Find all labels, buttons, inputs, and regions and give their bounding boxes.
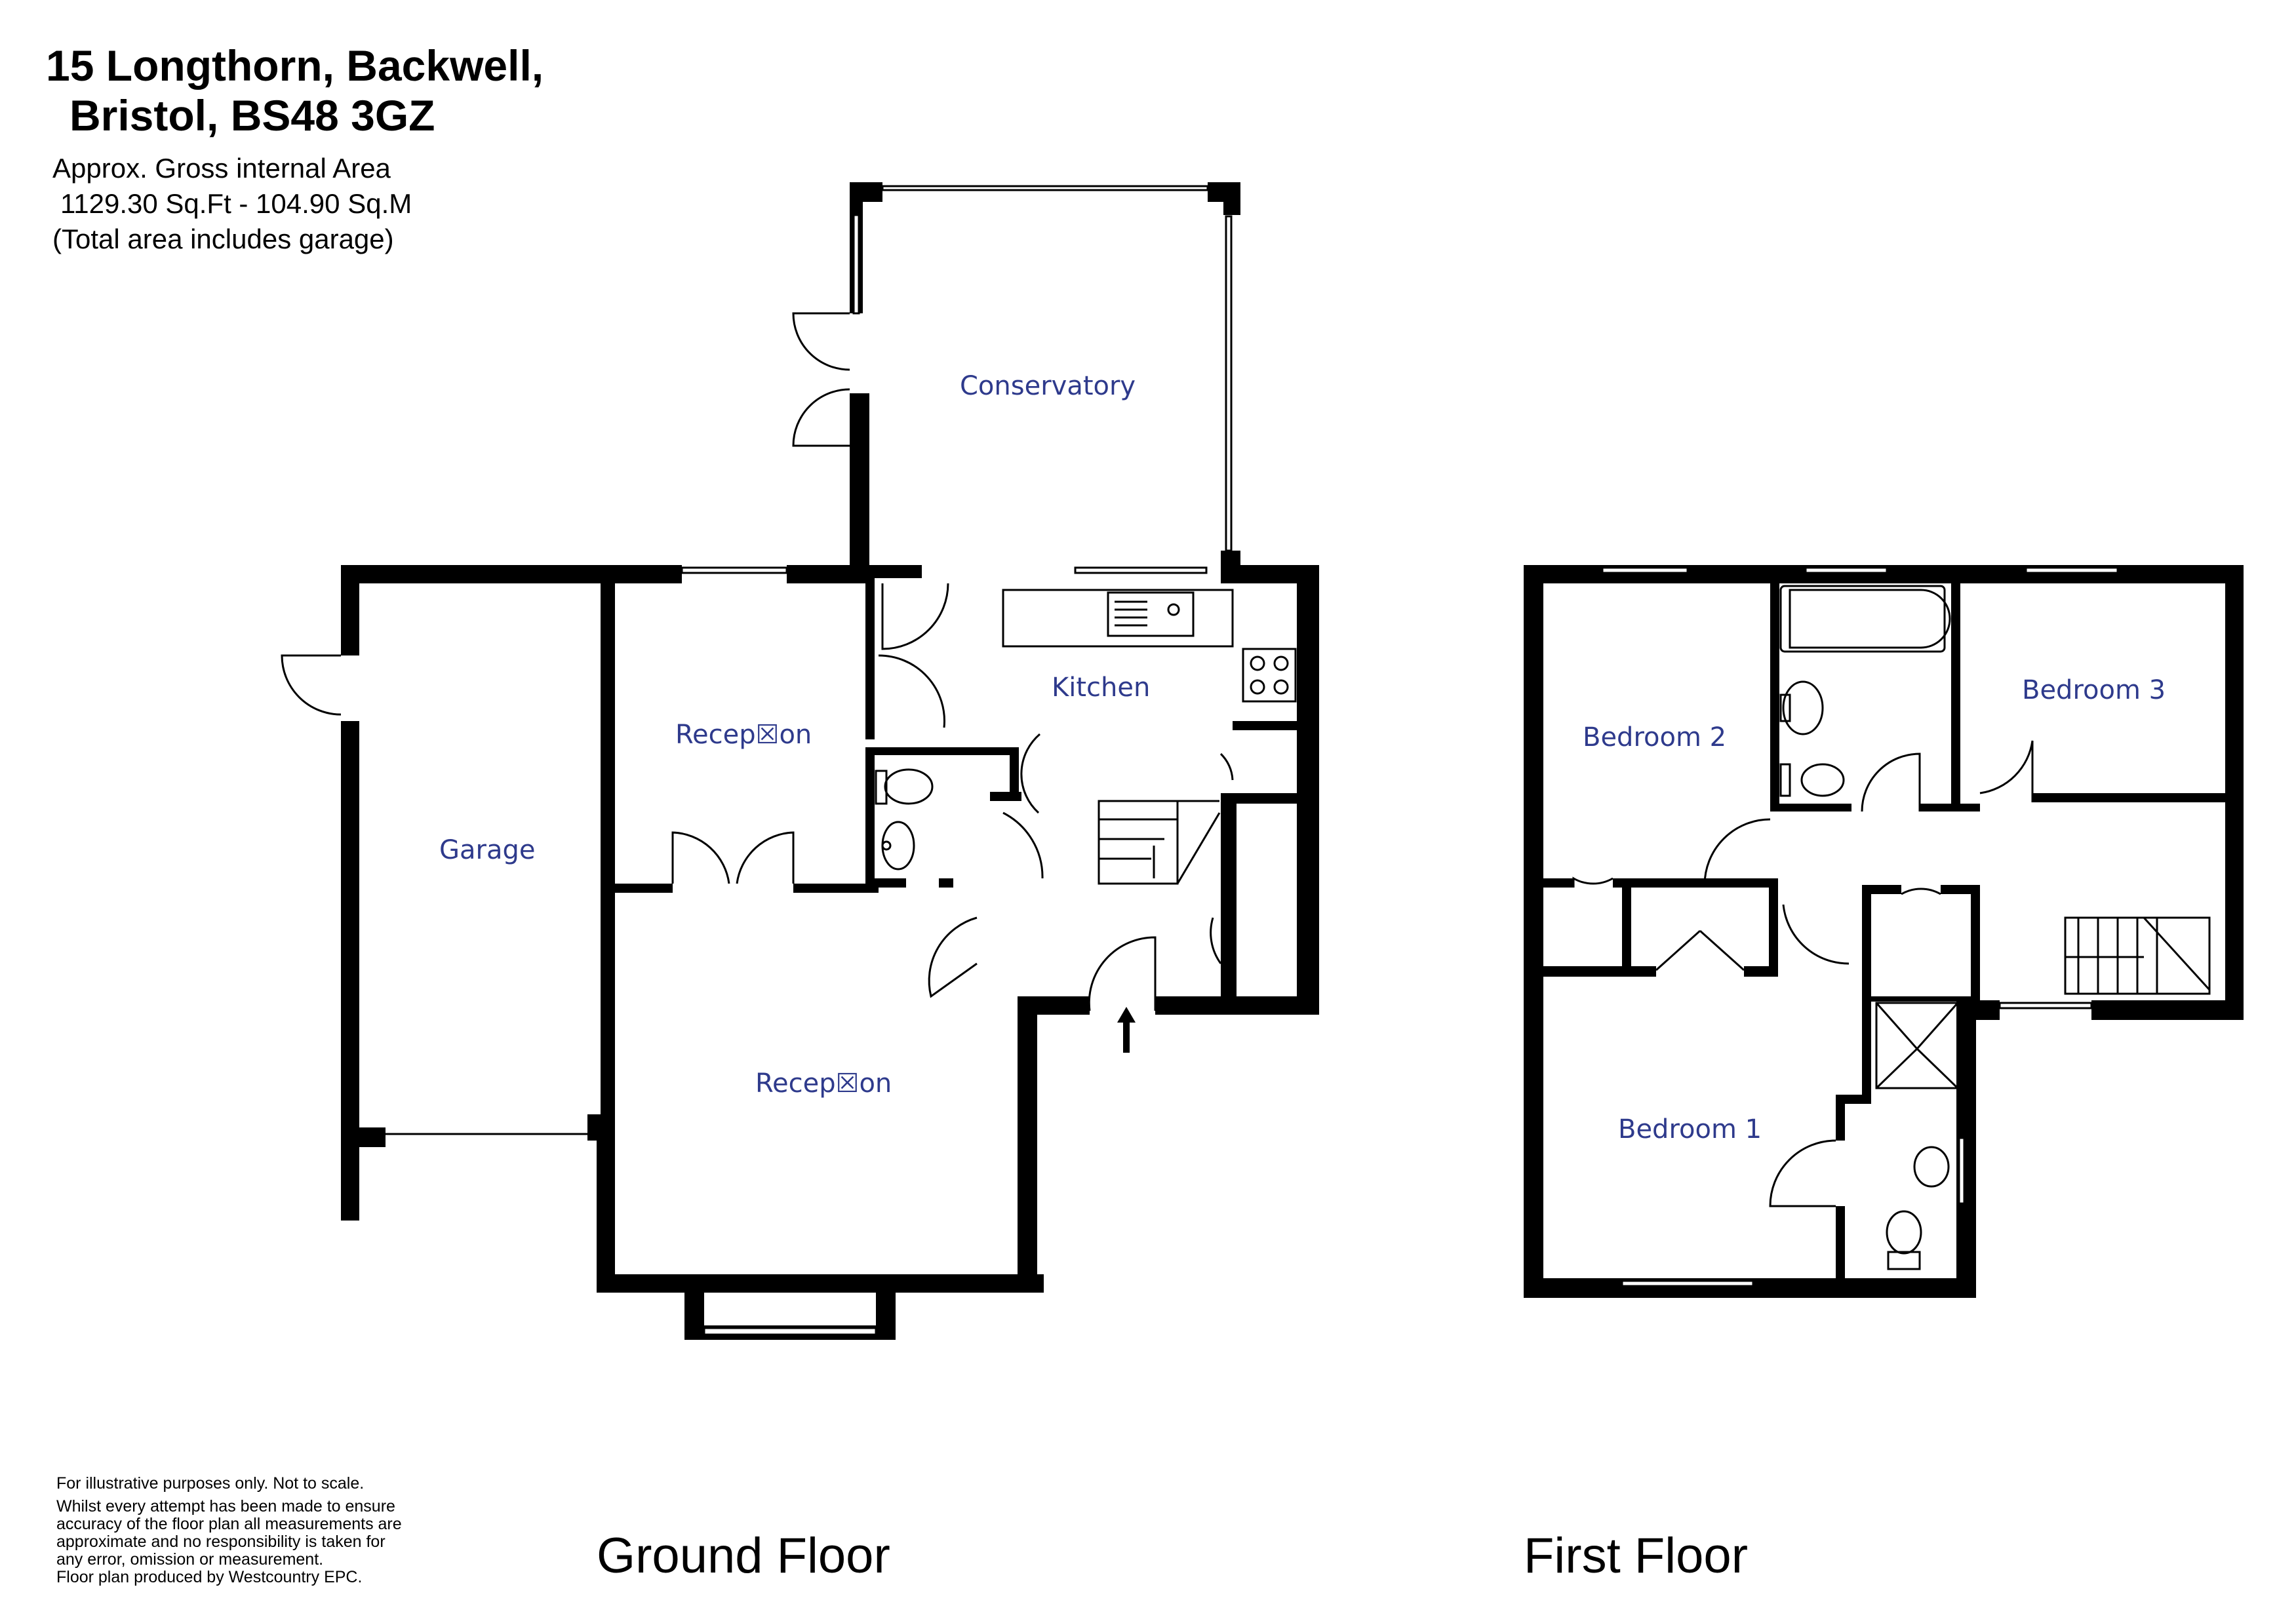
area-summary: Approx. Gross internal Area 1129.30 Sq.F… bbox=[52, 151, 412, 257]
disclaimer-line: any error, omission or measurement. bbox=[56, 1550, 324, 1569]
disclaimer-line: For illustrative purposes only. Not to s… bbox=[56, 1474, 365, 1493]
room-label-reception-upper: Recep☒on bbox=[675, 720, 812, 750]
address-line-2: Bristol, BS48 3GZ bbox=[69, 91, 435, 140]
property-address: 15 Longthorn, Backwell, Bristol, BS48 3G… bbox=[46, 41, 544, 140]
first-floor-fixtures bbox=[1572, 566, 2211, 1287]
ground-floor-label: Ground Floor bbox=[597, 1528, 890, 1584]
disclaimer-line: Whilst every attempt has been made to en… bbox=[56, 1497, 395, 1515]
room-label-bedroom-3: Bedroom 3 bbox=[2022, 675, 2166, 705]
area-note: (Total area includes garage) bbox=[52, 224, 394, 254]
room-label-bedroom-1: Bedroom 1 bbox=[1618, 1114, 1762, 1144]
room-label-conservatory: Conservatory bbox=[960, 371, 1136, 401]
first-floor-plan bbox=[1524, 565, 2244, 1298]
ground-floor-fixtures bbox=[281, 312, 1297, 1011]
room-label-kitchen: Kitchen bbox=[1052, 673, 1150, 703]
disclaimer-line: Floor plan produced by Westcountry EPC. bbox=[56, 1568, 363, 1586]
disclaimer: For illustrative purposes only. Not to s… bbox=[56, 1475, 463, 1586]
entrance-arrow-icon bbox=[1117, 1007, 1136, 1053]
disclaimer-line: accuracy of the floor plan all measureme… bbox=[56, 1515, 402, 1533]
address-line-1: 15 Longthorn, Backwell, bbox=[46, 41, 544, 90]
room-label-bedroom-2: Bedroom 2 bbox=[1583, 722, 1726, 753]
area-value: 1129.30 Sq.Ft - 104.90 Sq.M bbox=[60, 188, 412, 219]
room-label-garage: Garage bbox=[439, 835, 535, 865]
ground-floor-plan bbox=[341, 182, 1319, 1340]
first-floor-label: First Floor bbox=[1524, 1528, 1748, 1584]
room-label-reception-lower: Recep☒on bbox=[755, 1068, 892, 1099]
area-heading: Approx. Gross internal Area bbox=[52, 153, 391, 184]
disclaimer-line: approximate and no responsibility is tak… bbox=[56, 1533, 386, 1551]
